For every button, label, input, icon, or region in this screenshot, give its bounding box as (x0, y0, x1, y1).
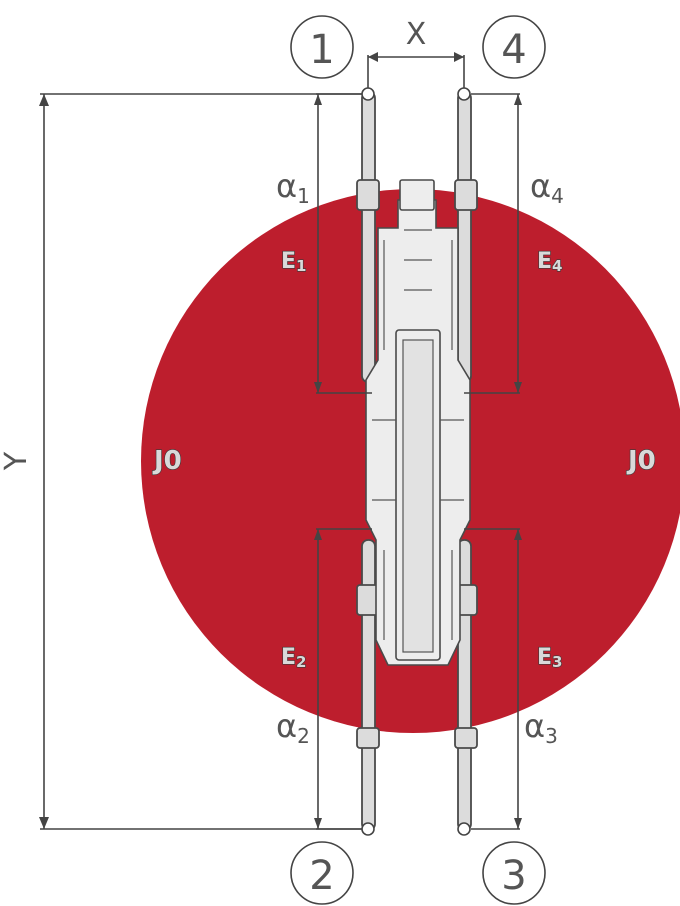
support-2-marker: 2 (290, 841, 354, 905)
extension-3-label: E3 (537, 645, 562, 671)
y-dimension-label: Y (0, 451, 34, 471)
outrigger-leg-4 (454, 87, 478, 383)
alpha-1-label: α1 (276, 167, 310, 208)
support-3-marker: 3 (482, 841, 546, 905)
extension-1-label: E1 (281, 249, 306, 275)
zone-label-right: J0 (626, 446, 656, 476)
outrigger-leg-2 (356, 539, 380, 836)
crane-body (365, 179, 471, 666)
support-3-number: 3 (501, 853, 526, 899)
support-4-marker: 4 (482, 15, 546, 79)
alpha-1-dimension (314, 93, 372, 394)
alpha-4-dimension (464, 93, 522, 394)
support-4-number: 4 (501, 27, 526, 73)
extension-4-label: E4 (537, 249, 562, 275)
support-2-number: 2 (309, 853, 334, 899)
x-dimension-label: X (406, 17, 427, 52)
extension-2-label: E2 (281, 645, 306, 671)
support-1-number: 1 (309, 27, 334, 73)
alpha-4-label: α4 (530, 167, 564, 208)
alpha-2-dimension (314, 528, 372, 830)
alpha-3-dimension (464, 528, 522, 830)
alpha-2-label: α2 (276, 707, 310, 748)
zone-label-left: J0 (152, 446, 182, 476)
support-1-marker: 1 (290, 15, 354, 79)
x-dimension: X (367, 17, 465, 92)
alpha-3-label: α3 (524, 707, 558, 748)
y-dimension: Y (0, 93, 368, 830)
